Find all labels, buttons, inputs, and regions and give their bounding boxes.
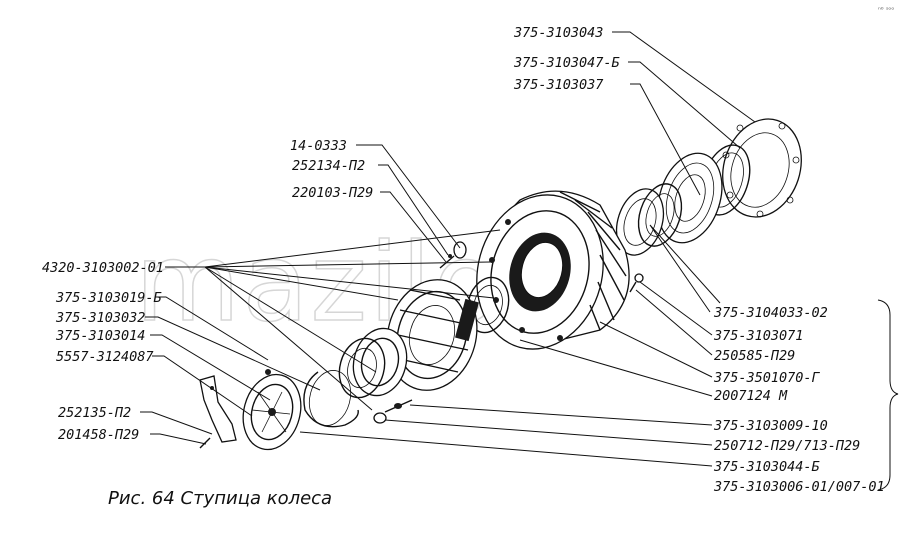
label-375-3103071: 375-3103071: [713, 328, 803, 344]
label-375-3103006-01-007-01: 375-3103006-01/007-01: [713, 479, 885, 495]
label-250585-p29: 250585-П29: [714, 348, 795, 364]
label-375-3103014: 375-3103014: [55, 328, 145, 344]
brake-drum-drawing: [476, 190, 630, 350]
label-2007124-m: 2007124 М: [714, 388, 788, 404]
hub-cap-drawing: [242, 369, 302, 451]
hub-flange-drawing: [386, 279, 479, 391]
label-375-3501070-g: 375-3501070-Г: [713, 370, 821, 386]
snap-ring-drawing: [303, 370, 359, 428]
corner-mark: ⁿ⁰ ˢᵒᵒ: [878, 6, 894, 14]
inner-bearing-drawing: [338, 327, 408, 399]
label-375-3103047-b: 375-3103047-Б: [513, 55, 620, 71]
label-375-3104033-02: 375-3104033-02: [713, 305, 828, 321]
label-252134-p2: 252134-П2: [292, 158, 365, 174]
outer-bearing-drawing: [615, 183, 683, 256]
label-14-0333: 14-0333: [290, 138, 347, 154]
label-375-3103009-10: 375-3103009-10: [713, 418, 828, 434]
gasket-plate-drawing: [722, 118, 802, 218]
label-220103-p29: 220103-П29: [292, 185, 373, 201]
label-375-3103019-b: 375-3103019-Б: [55, 290, 162, 306]
leader-lines: [140, 31, 899, 491]
label-375-3103044-b: 375-3103044-Б: [713, 459, 820, 475]
label-201458-p29: 201458-П29: [58, 427, 139, 443]
bracket-drawing: [199, 375, 237, 449]
label-5557-3124087: 5557-3124087: [56, 349, 154, 365]
top-bolt-drawing: [439, 241, 467, 269]
figure-caption: Рис. 64 Ступица колеса: [108, 488, 332, 509]
label-4320-3103002-01: 4320-3103002-01: [42, 260, 164, 276]
label-375-3103043: 375-3103043: [513, 25, 603, 41]
small-bolts-drawing: [373, 399, 413, 424]
label-375-3103032: 375-3103032: [55, 310, 145, 326]
cover-ring-drawing: [657, 152, 723, 244]
label-252135-p2: 252135-П2: [58, 405, 131, 421]
label-375-3103037: 375-3103037: [513, 77, 603, 93]
drum-bolt-drawing: [629, 273, 644, 293]
label-250712-p29-713-p29: 250712-П29/713-П29: [714, 438, 860, 454]
